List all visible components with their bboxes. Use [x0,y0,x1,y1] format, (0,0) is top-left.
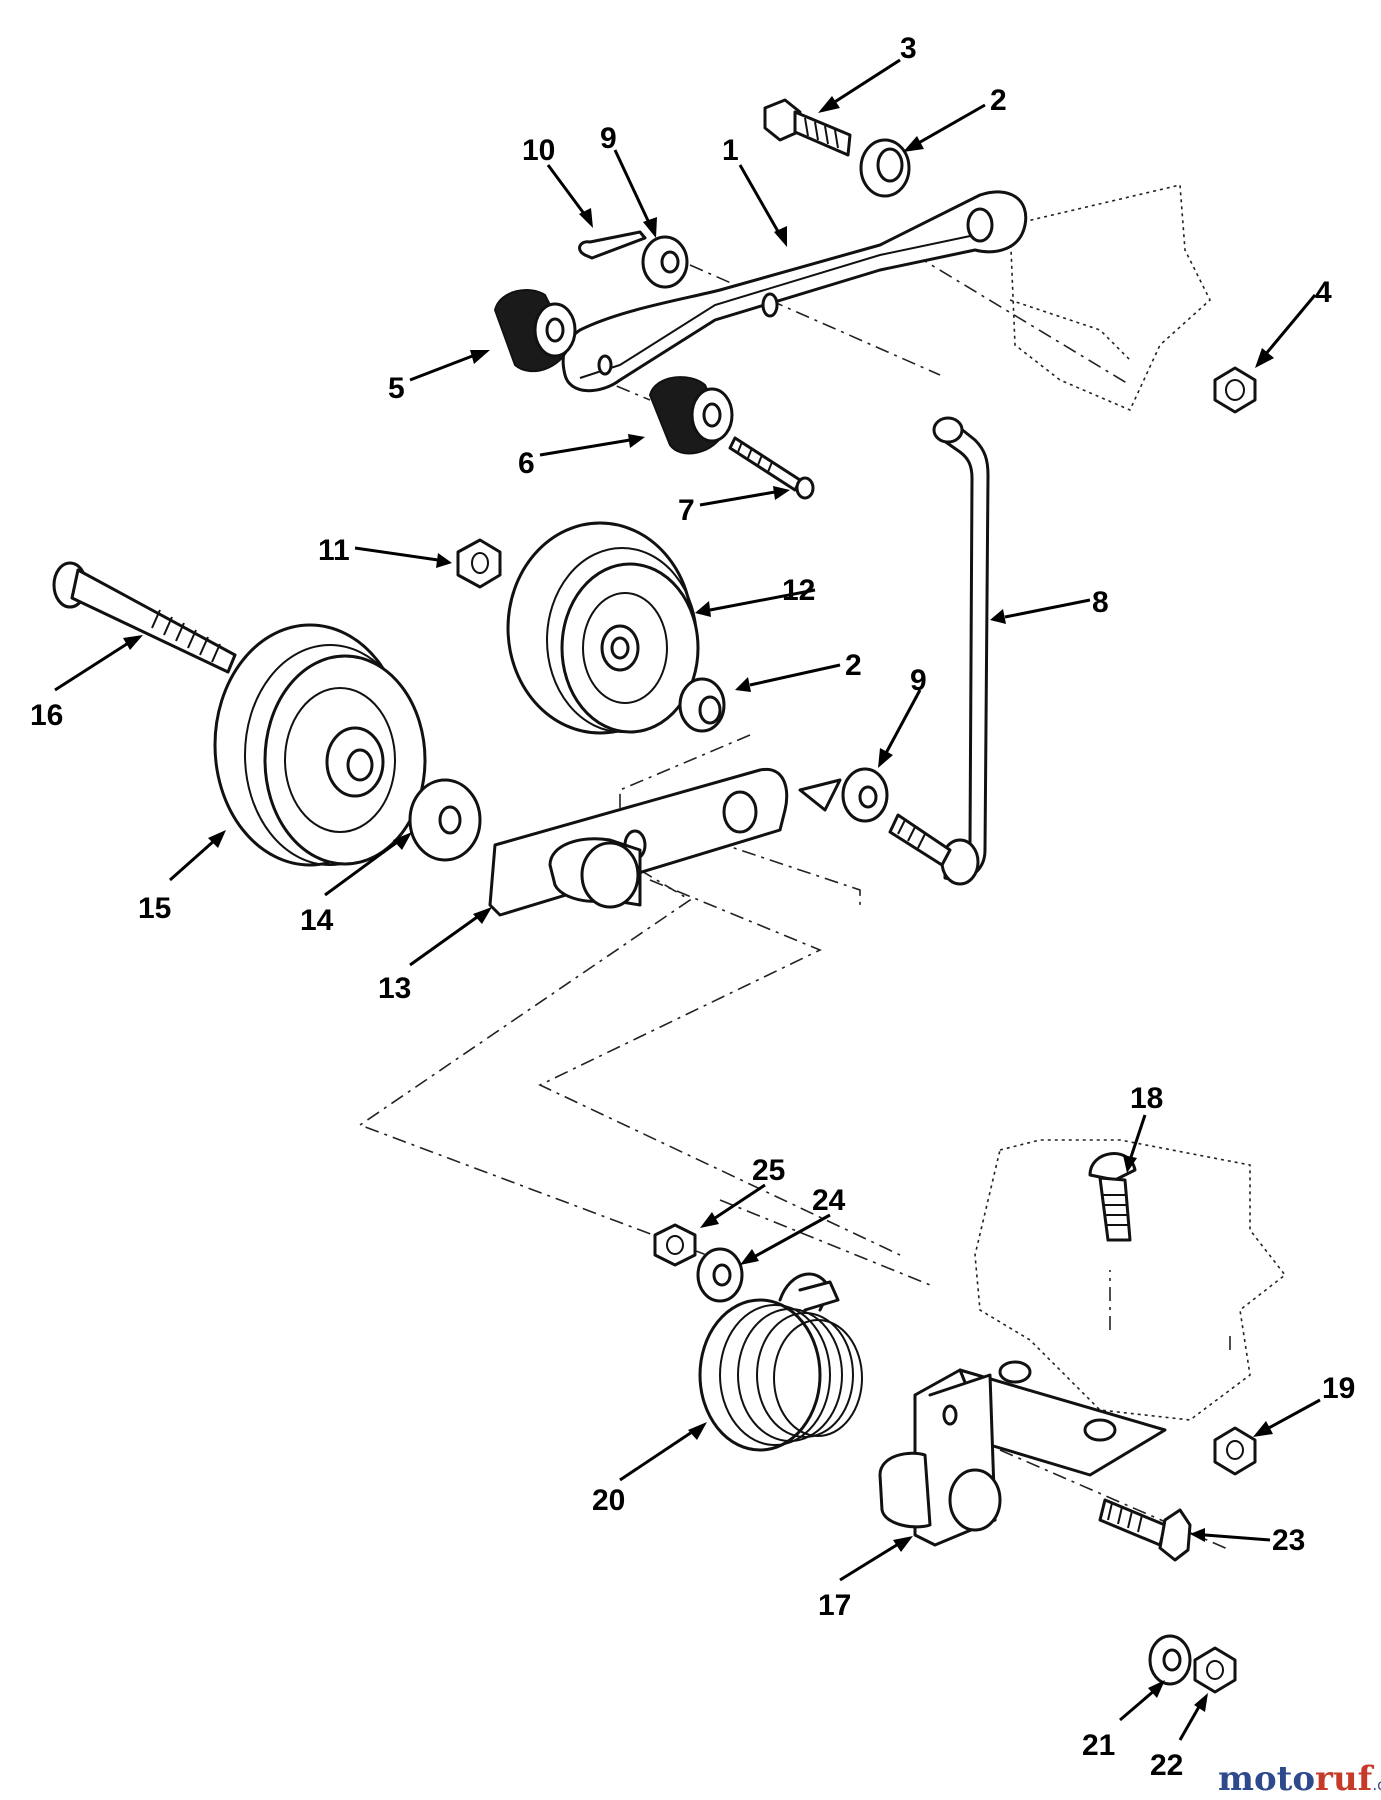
nut-part-19 [1213,1426,1257,1476]
label-6: 6 [518,447,535,480]
watermark-brand-b: ruf [1315,1759,1375,1799]
label-4: 4 [1315,276,1332,309]
label-3: 3 [900,32,917,65]
idler-bracket-part-13 [488,767,842,917]
label-2a: 2 [990,84,1007,117]
label-12: 12 [782,574,815,607]
label-8: 8 [1092,586,1109,619]
label-22: 22 [1150,1749,1183,1782]
bracket-part-17 [878,1360,1167,1547]
watermark-logo: motoruf.de [1218,1759,1381,1799]
label-2b: 2 [845,649,862,682]
label-1: 1 [722,134,739,167]
label-16: 16 [30,699,63,732]
bushing-part-6 [648,376,734,455]
leader-arrows [54,58,1321,1741]
label-15: 15 [138,892,171,925]
drive-pulley-part-15 [213,623,427,867]
label-24: 24 [812,1184,846,1217]
spacer-part-2-lower [678,677,726,733]
spacer-part-2-top [859,138,911,198]
label-5: 5 [388,372,405,405]
label-20: 20 [592,1484,625,1517]
frame-outline-top [1009,184,1211,412]
bolt-part-23 [1098,1498,1192,1562]
label-23: 23 [1272,1524,1305,1557]
label-14: 14 [300,904,334,937]
washer-part-24 [696,1247,744,1303]
bolt-part-3 [763,98,852,157]
carriage-bolt-part-18 [1088,1152,1137,1242]
part-labels: 1 2 2 3 4 5 6 7 8 9 9 10 11 12 13 14 15 … [30,32,1355,1782]
label-18: 18 [1130,1082,1163,1115]
label-11: 11 [318,534,350,567]
label-19: 19 [1322,1372,1355,1405]
label-13: 13 [378,972,411,1005]
idler-arm-part-1 [561,190,1028,393]
nut-part-4 [1213,366,1257,414]
nut-part-25 [653,1223,697,1267]
spring-part-20 [698,1272,863,1452]
bolt-part-16 [52,561,237,674]
screw-part-7 [728,436,815,500]
watermark-suffix: .de [1372,1776,1381,1794]
nut-part-22 [1193,1646,1237,1694]
label-10: 10 [522,134,555,167]
watermark-brand-a: moto [1218,1759,1315,1799]
idler-pulley-part-12 [506,521,700,735]
washer-part-14 [408,778,482,862]
washer-part-9-lower [841,767,889,823]
cotter-pin-part-10 [578,230,647,260]
label-17: 17 [818,1589,851,1622]
label-9a: 9 [600,122,617,155]
label-7: 7 [678,494,695,527]
svg-text:motoruf.de: motoruf.de [1218,1759,1381,1799]
washer-part-9-top [641,235,689,289]
label-21: 21 [1082,1729,1115,1762]
label-25: 25 [752,1154,785,1187]
nut-part-11 [456,538,502,589]
rod-part-8 [932,416,990,886]
bushing-part-5 [493,289,577,373]
label-9b: 9 [910,664,927,697]
rod-bolt [888,813,952,867]
lock-washer-part-21 [1148,1634,1192,1686]
